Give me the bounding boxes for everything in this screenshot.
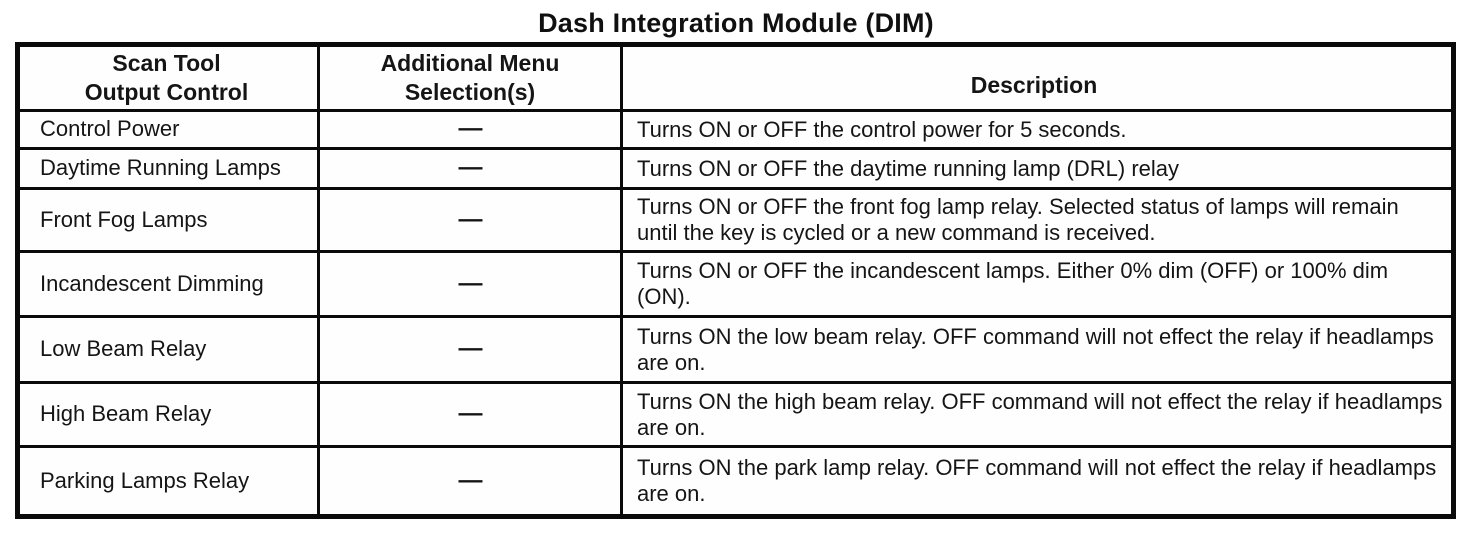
cell-description: Turns ON or OFF the front fog lamp relay… (623, 190, 1451, 253)
cell-control-name: Daytime Running Lamps (20, 150, 320, 190)
dash-glyph: — (458, 115, 483, 143)
cell-description: Turns ON or OFF the incandescent lamps. … (623, 253, 1451, 318)
cell-description: Turns ON the park lamp relay. OFF comman… (637, 455, 1437, 506)
cell-control-name: Low Beam Relay (20, 318, 320, 384)
cell-description: Turns ON the high beam relay. OFF comman… (623, 384, 1451, 448)
cell-menu-dash: — (320, 384, 623, 448)
dash-glyph: — (458, 335, 483, 363)
dash-glyph: — (458, 205, 483, 233)
header-description: Description (623, 47, 1451, 112)
cell-menu-dash: — (320, 448, 623, 514)
cell-description: Turns ON the low beam relay. OFF command… (623, 318, 1451, 384)
cell-menu-dash: — (320, 150, 623, 190)
cell-menu-dash: — (320, 190, 623, 253)
header-scan-tool-output-control: Scan Tool Output Control (20, 47, 320, 112)
cell-control-name: Incandescent Dimming (20, 253, 320, 318)
cell-menu-dash: — (320, 318, 623, 384)
dash-glyph: — (458, 269, 483, 297)
header-additional-menu-selections: Additional Menu Selection(s) (320, 47, 623, 112)
dim-output-control-table: Scan Tool Output Control Additional Menu… (15, 42, 1456, 519)
cell-control-name: High Beam Relay (20, 384, 320, 448)
cell-description: Turns ON or OFF the daytime running lamp… (623, 150, 1451, 190)
cell-control-name: Parking Lamps Relay (20, 448, 320, 514)
cell-menu-dash: — (320, 253, 623, 318)
cell-description: Turns ON or OFF the control power for 5 … (623, 112, 1451, 150)
dash-glyph: — (458, 466, 483, 494)
cell-control-name: Front Fog Lamps (20, 190, 320, 253)
cell-control-name: Control Power (20, 112, 320, 150)
page-title: Dash Integration Module (DIM) (538, 8, 934, 38)
dash-glyph: — (458, 400, 483, 428)
dash-glyph: — (458, 154, 483, 182)
cell-menu-dash: — (320, 112, 623, 150)
